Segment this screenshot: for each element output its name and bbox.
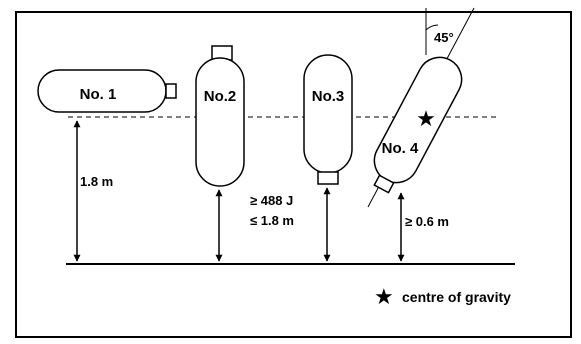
legend-label: centre of gravity: [402, 289, 511, 305]
cylinder-3-label: No.3: [312, 88, 345, 105]
cylinder-3: No.3: [303, 54, 353, 185]
legend-star-icon: ★: [374, 285, 394, 310]
centre-of-gravity-star: ★: [416, 107, 436, 132]
cylinder-3-body: [303, 54, 353, 174]
cylinder-4-label: No. 4: [382, 140, 419, 157]
cylinder-1: No. 1: [37, 69, 177, 113]
height-label-4: ≥ 0.6 m: [405, 214, 449, 229]
angle-label: 45°: [434, 30, 454, 45]
cylinder-2-label: No.2: [204, 88, 237, 105]
energy-label: ≥ 488 J: [250, 193, 293, 208]
height-label-2: ≤ 1.8 m: [250, 213, 294, 228]
angle-arc: [425, 24, 439, 31]
cylinder-4: ★ No. 4 45°: [367, 7, 475, 208]
cylinder-1-label: No. 1: [80, 86, 117, 103]
cylinder-1-valve: [165, 83, 177, 99]
cylinder-3-valve: [317, 171, 339, 185]
height-label-1: 1.8 m: [80, 174, 113, 189]
cylinder-4-valve: [373, 174, 395, 194]
outer-frame: [15, 11, 572, 338]
cylinder-2-body: [195, 57, 245, 187]
cylinder-2: No.2: [195, 45, 245, 187]
